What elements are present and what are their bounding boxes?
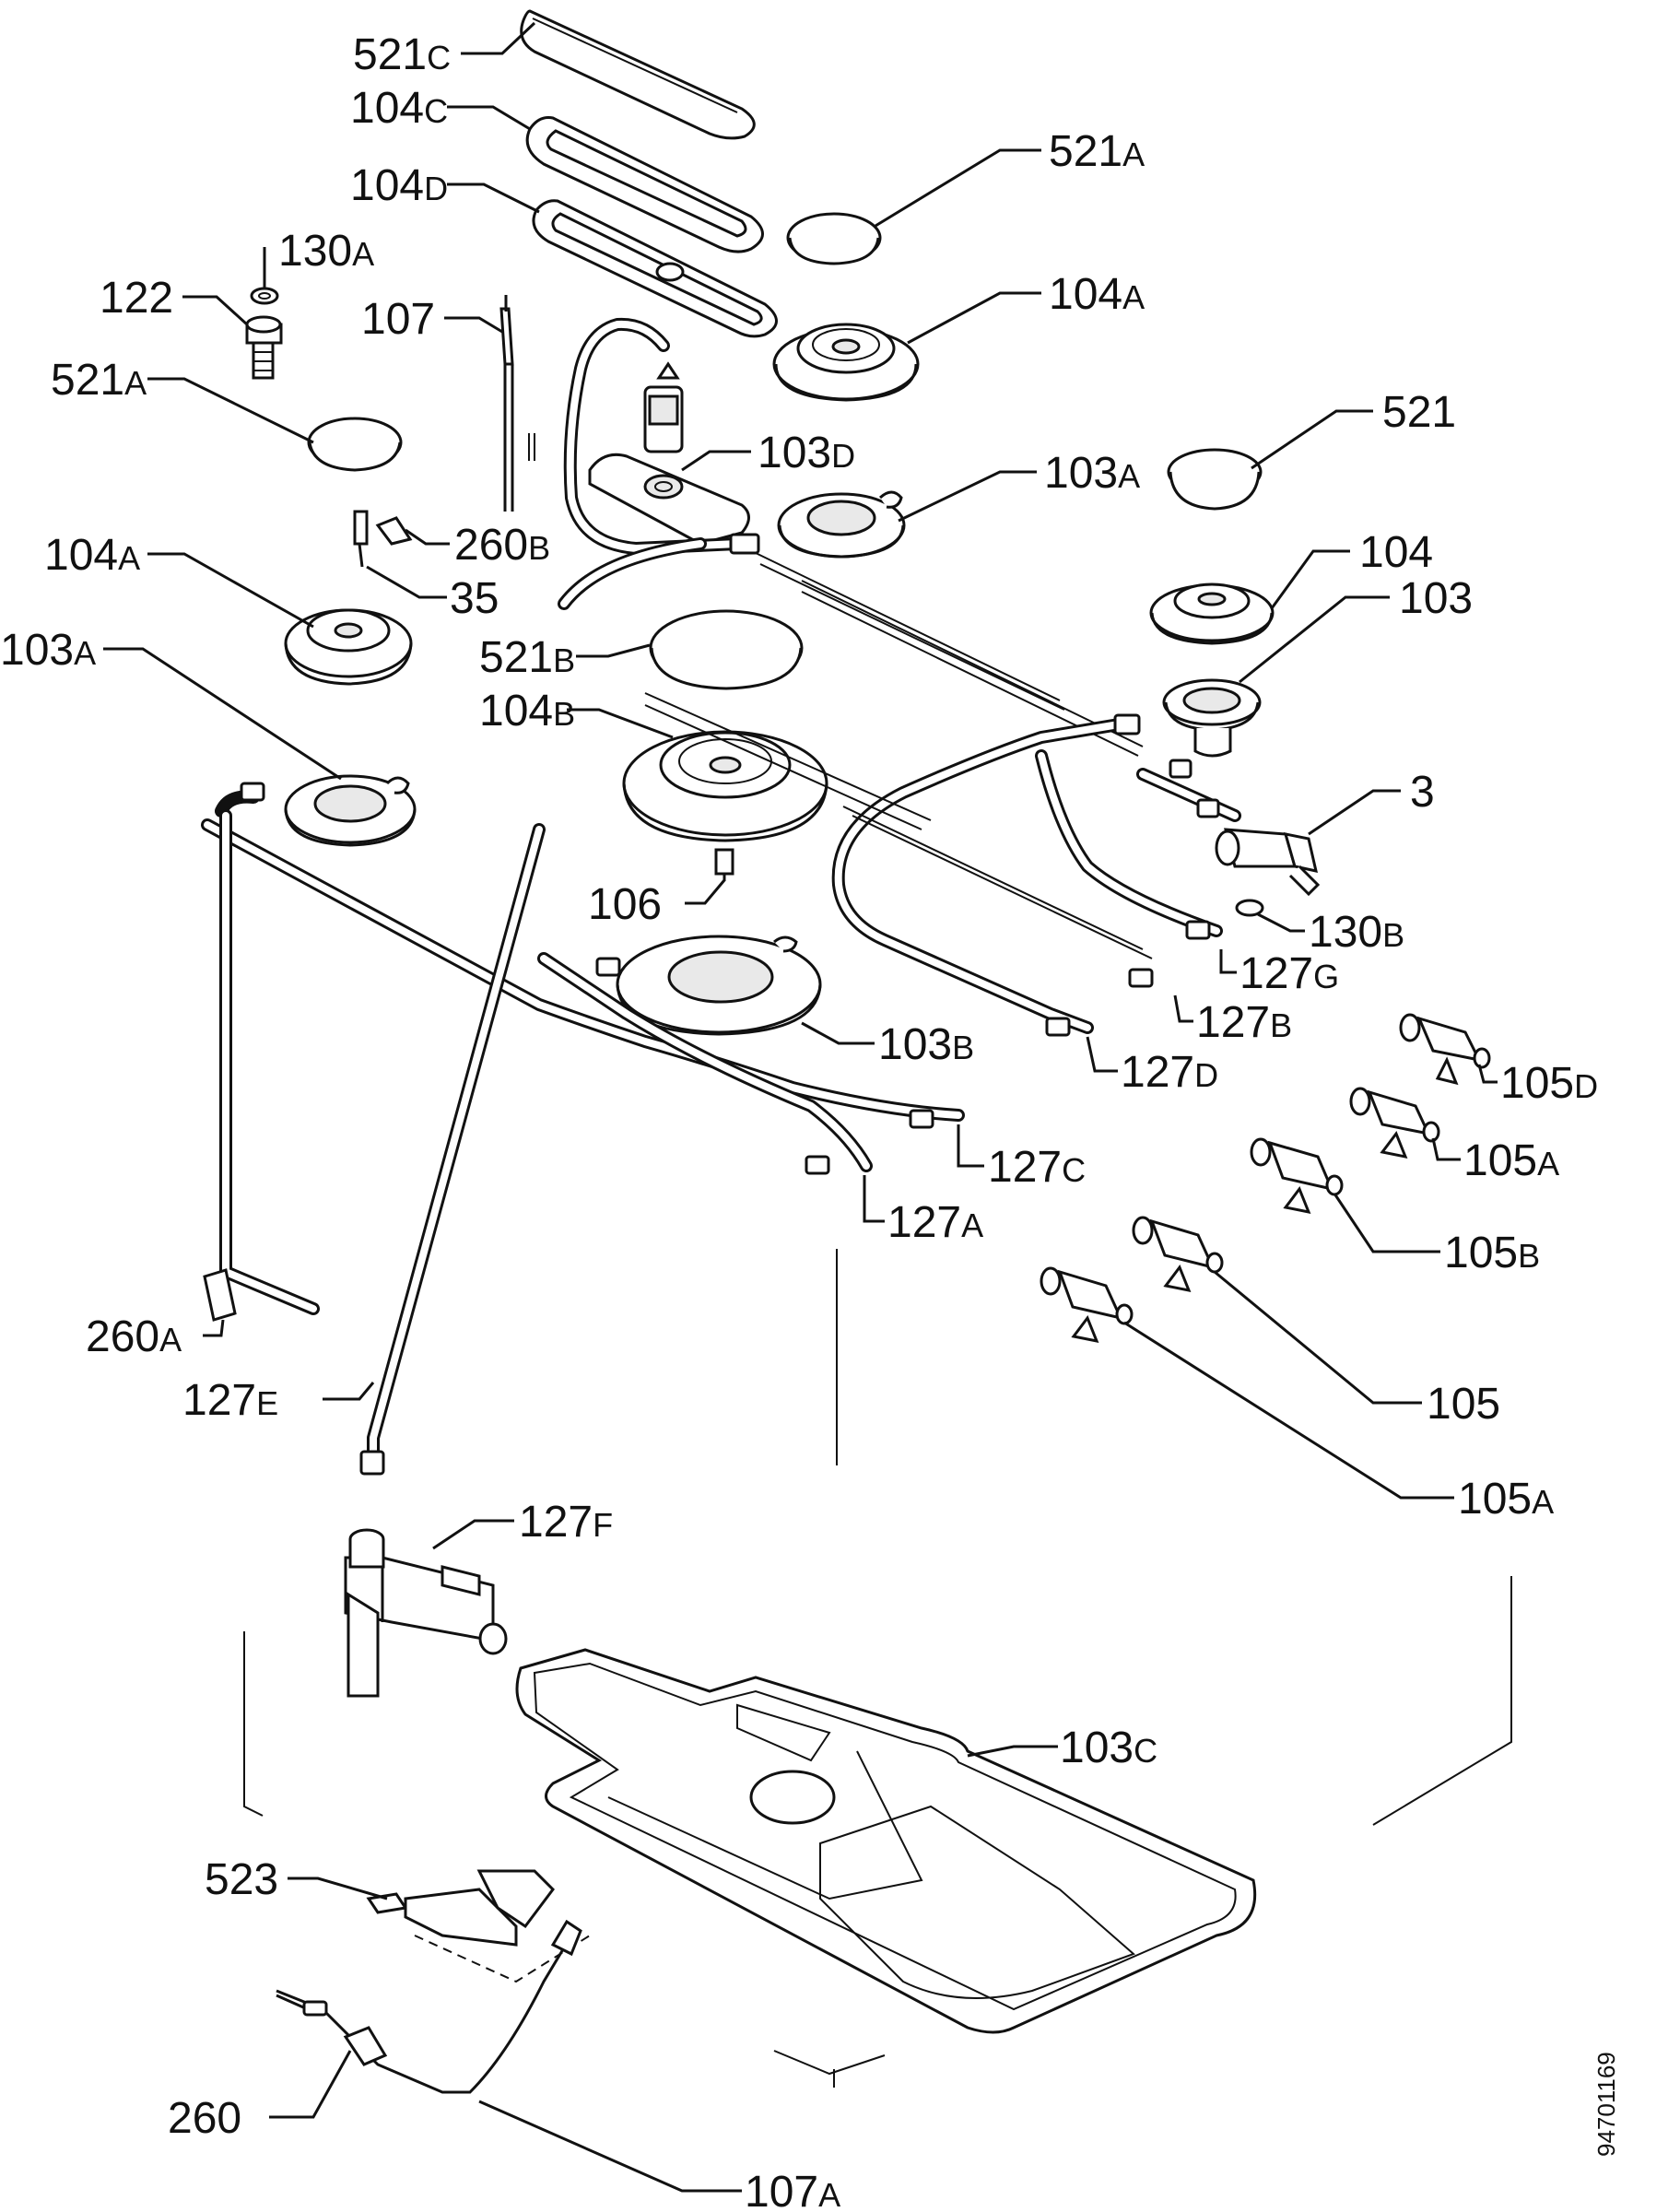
clip-260a xyxy=(203,1268,237,1322)
washer-130b xyxy=(1235,899,1264,917)
burner-base-103 xyxy=(1162,678,1262,758)
clip-260b xyxy=(375,516,413,546)
callout-105: 105 xyxy=(1427,1380,1500,1429)
callout-103a-left: 103A xyxy=(0,626,96,675)
clip-260 xyxy=(343,2026,388,2066)
bracket-523 xyxy=(366,1869,591,1983)
bracket-103d xyxy=(588,361,750,546)
callout-127e: 127E xyxy=(182,1376,278,1425)
injector-105b xyxy=(1250,1137,1344,1215)
cap-521a-left xyxy=(307,417,403,472)
callout-104d: 104D xyxy=(350,161,448,210)
nut-122 xyxy=(245,315,283,380)
base-plate-103c xyxy=(515,1648,1257,2034)
injector-105a-upper xyxy=(1349,1087,1440,1159)
callout-3: 3 xyxy=(1410,768,1435,817)
burner-104b xyxy=(622,730,828,842)
callout-130a: 130A xyxy=(278,227,374,276)
callout-103b: 103B xyxy=(878,1020,974,1069)
burner-104 xyxy=(1149,582,1275,645)
callout-labels: 521C 104C 104D 130A 122 107 521A 521A 10… xyxy=(0,30,1598,2212)
igniter-35 xyxy=(353,510,369,568)
callout-104b: 104B xyxy=(479,687,575,735)
callout-103d: 103D xyxy=(758,429,855,477)
drawing-number: 94701169 xyxy=(1592,2052,1620,2157)
callout-127g: 127G xyxy=(1239,949,1339,998)
callout-103: 103 xyxy=(1399,574,1473,623)
callout-523: 523 xyxy=(205,1855,278,1904)
callout-521a-right: 521A xyxy=(1049,127,1145,176)
callout-104: 104 xyxy=(1359,528,1433,577)
injector-106 xyxy=(714,848,734,881)
burner-104a-right xyxy=(772,323,920,402)
cap-521b xyxy=(649,609,804,690)
cover-521c xyxy=(520,9,756,140)
valve-127f xyxy=(344,1528,508,1698)
thermocouple-107a xyxy=(276,1919,582,2094)
callout-103a-right: 103A xyxy=(1044,449,1140,498)
valve-3 xyxy=(1215,828,1321,897)
callout-104c: 104C xyxy=(350,84,448,133)
guide-lines xyxy=(243,1249,1512,2088)
callout-130b: 130B xyxy=(1309,908,1404,957)
callout-105a-upper: 105A xyxy=(1463,1136,1559,1185)
callout-105d: 105D xyxy=(1500,1059,1598,1108)
callout-521: 521 xyxy=(1382,388,1456,437)
callout-260a: 260A xyxy=(86,1312,182,1361)
callout-127c: 127C xyxy=(988,1143,1086,1192)
callout-105a-lower: 105A xyxy=(1458,1475,1554,1524)
cap-521a-right xyxy=(786,212,882,265)
callout-106: 106 xyxy=(588,880,662,929)
injector-105d xyxy=(1399,1013,1491,1086)
pipe-fittings xyxy=(240,533,1220,1476)
callout-104a-left: 104A xyxy=(44,531,140,580)
callout-107a: 107A xyxy=(745,2168,840,2212)
callout-127a: 127A xyxy=(887,1198,983,1247)
burner-104a-left xyxy=(284,608,413,686)
callout-127b: 127B xyxy=(1196,998,1292,1047)
gasket-104d xyxy=(532,199,778,338)
callout-35: 35 xyxy=(450,574,499,623)
callout-521c-top: 521C xyxy=(353,30,451,79)
thermocouple-107 xyxy=(499,295,514,512)
callout-103c: 103C xyxy=(1060,1724,1157,1772)
cap-521 xyxy=(1167,448,1263,511)
callout-104a-right: 104A xyxy=(1049,270,1145,319)
callout-122: 122 xyxy=(100,274,173,323)
callout-127d: 127D xyxy=(1121,1048,1218,1097)
callout-260: 260 xyxy=(168,2094,241,2143)
callout-105b: 105B xyxy=(1444,1229,1540,1277)
gasket-104c xyxy=(525,116,764,253)
washer-130a xyxy=(250,287,279,305)
callout-521b: 521B xyxy=(479,633,575,682)
injector-105a-lower xyxy=(1040,1266,1134,1344)
gas-pipes-upper xyxy=(528,317,1144,757)
callout-127f: 127F xyxy=(519,1498,613,1547)
burner-base-103a-left xyxy=(284,774,417,847)
leader-lines xyxy=(103,21,1498,2193)
injector-105 xyxy=(1132,1216,1224,1293)
callout-521a-left: 521A xyxy=(51,356,147,405)
burner-base-103a-right xyxy=(777,490,906,559)
callout-107: 107 xyxy=(361,295,435,344)
callout-260b: 260B xyxy=(454,521,550,570)
